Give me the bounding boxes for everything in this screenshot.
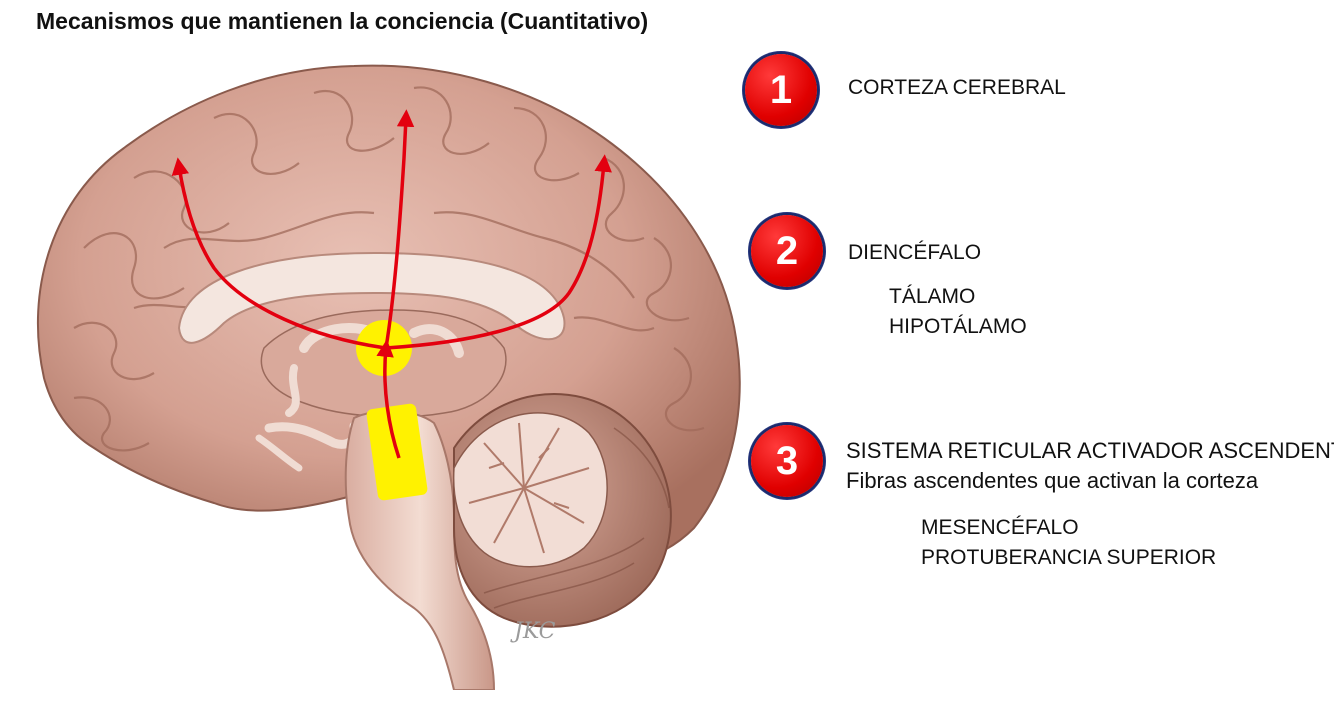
label-protuberancia-superior: PROTUBERANCIA SUPERIOR bbox=[921, 546, 1216, 570]
page-title: Mecanismos que mantienen la conciencia (… bbox=[36, 8, 648, 35]
label-hipotalamo: HIPOTÁLAMO bbox=[889, 315, 1027, 339]
artist-signature: JKC bbox=[510, 619, 556, 644]
badge-3: 3 bbox=[751, 425, 823, 497]
label-diencefalo: DIENCÉFALO bbox=[848, 241, 981, 265]
label-sistema-reticular: SISTEMA RETICULAR ACTIVADOR ASCENDENTE bbox=[846, 438, 1334, 464]
label-talamo: TÁLAMO bbox=[889, 285, 975, 309]
label-corteza-cerebral: CORTEZA CEREBRAL bbox=[848, 76, 1066, 100]
badge-2: 2 bbox=[751, 215, 823, 287]
brain-illustration: JKC bbox=[14, 48, 744, 690]
badge-1: 1 bbox=[745, 54, 817, 126]
label-fibras-ascendentes: Fibras ascendentes que activan la cortez… bbox=[846, 468, 1258, 494]
label-mesencefalo: MESENCÉFALO bbox=[921, 516, 1079, 540]
